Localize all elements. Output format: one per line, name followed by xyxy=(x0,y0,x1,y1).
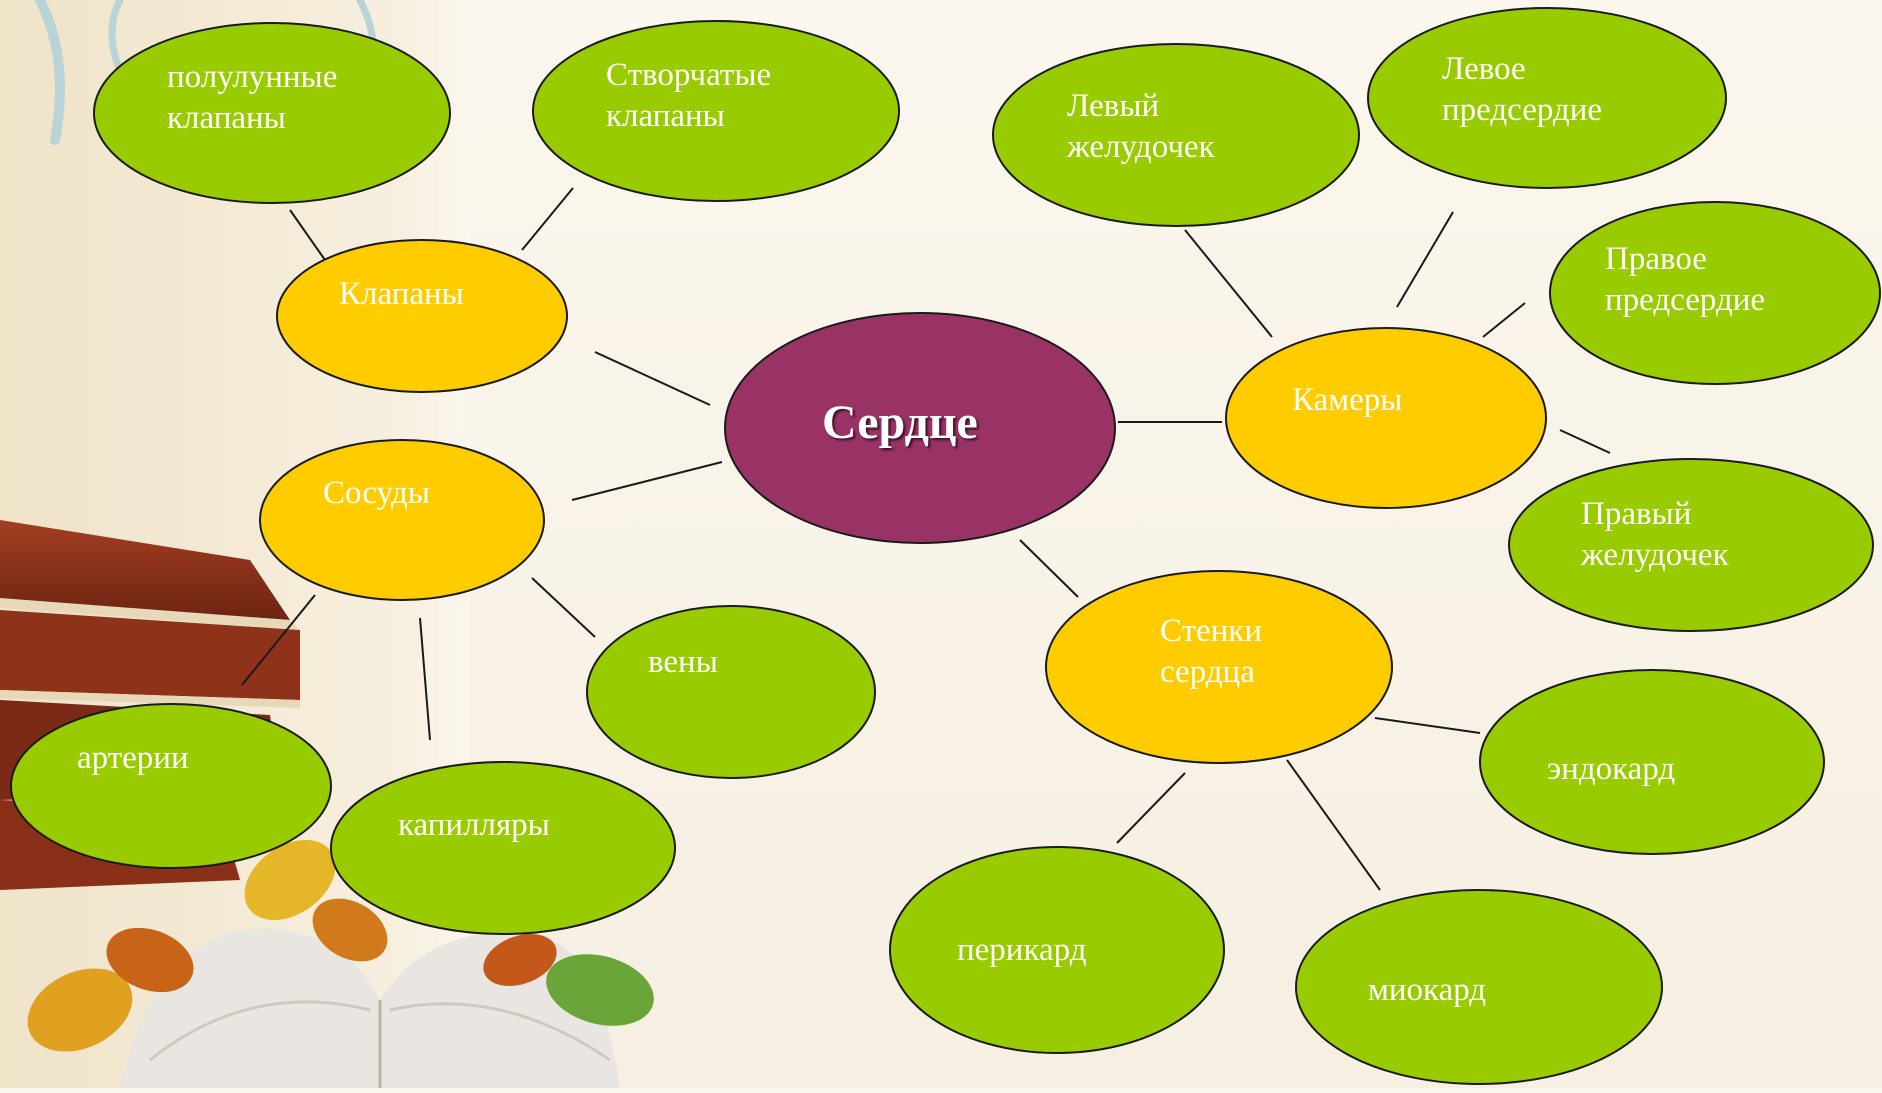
connector-chambers-left-ventricle xyxy=(1184,229,1273,338)
connector-center-vessels xyxy=(571,461,723,501)
node-chambers xyxy=(1225,327,1547,509)
connector-valves-semilunar xyxy=(289,209,326,261)
node-capillaries xyxy=(330,761,676,935)
connector-center-walls xyxy=(1019,539,1079,598)
connector-vessels-veins xyxy=(531,577,596,638)
autumn-leaves-decoration xyxy=(27,840,654,1052)
node-left-ventricle xyxy=(992,43,1360,227)
node-myocardium xyxy=(1295,889,1663,1085)
node-semilunar-valves xyxy=(93,22,451,204)
connector-chambers-left-atrium xyxy=(1396,211,1454,308)
node-valves xyxy=(276,239,568,393)
node-endocardium xyxy=(1479,669,1825,855)
connector-valves-leaflet xyxy=(521,187,574,251)
category-nodes xyxy=(259,239,1547,764)
connector-chambers-right-atrium xyxy=(1482,302,1526,338)
connector-vessels-capillaries xyxy=(419,617,431,741)
connector-walls-endocardium xyxy=(1374,717,1481,734)
node-left-atrium xyxy=(1367,7,1727,189)
node-right-atrium xyxy=(1549,201,1881,385)
node-vessels xyxy=(259,439,545,601)
node-leaflet-valves xyxy=(532,20,900,202)
node-pericardium xyxy=(889,846,1225,1054)
node-arteries xyxy=(10,703,332,869)
connector-walls-myocardium xyxy=(1286,759,1381,891)
connector-center-valves xyxy=(594,351,711,406)
leaf-nodes xyxy=(10,7,1881,1085)
node-right-ventricle xyxy=(1508,458,1874,632)
connector-vessels-arteries xyxy=(241,594,316,686)
connector-lines xyxy=(241,187,1611,891)
node-walls xyxy=(1045,570,1393,764)
branch-decoration xyxy=(35,0,65,145)
connector-walls-pericardium xyxy=(1116,772,1186,844)
node-center-heart xyxy=(724,312,1116,544)
node-veins xyxy=(586,605,876,779)
connector-chambers-right-ventricle xyxy=(1559,429,1611,454)
